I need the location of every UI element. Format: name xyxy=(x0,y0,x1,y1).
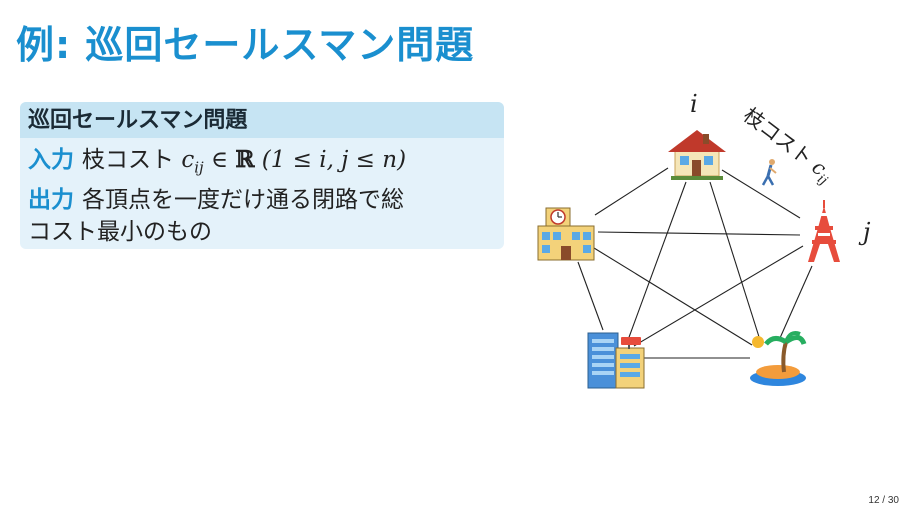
school-icon xyxy=(537,207,595,261)
element-of-symbol: ∈ xyxy=(203,147,236,173)
office-buildings-icon xyxy=(587,332,645,389)
edge xyxy=(721,169,801,219)
output-text-line1: 各頂点を一度だけ通る閉路で総 xyxy=(82,186,404,213)
input-line: 入力枝コスト cij ∈ ℝ (1 ≤ i, j ≤ n) xyxy=(28,144,496,184)
edge xyxy=(779,265,813,339)
island-icon xyxy=(750,331,807,386)
output-label: 出力 xyxy=(28,186,74,213)
edge-cost-symbol: cij xyxy=(181,147,204,177)
index-range: (1 ≤ i, j ≤ n) xyxy=(254,147,407,173)
slide-title: 例: 巡回セールスマン問題 xyxy=(16,23,475,67)
page-number: 12 / 30 xyxy=(868,495,899,506)
edge xyxy=(627,181,687,341)
house-icon xyxy=(668,130,726,180)
edge xyxy=(633,245,804,347)
edge xyxy=(593,247,753,346)
tower-icon xyxy=(808,200,840,262)
input-label: 入力 xyxy=(28,147,74,173)
edge xyxy=(709,181,761,341)
definition-box: 巡回セールスマン問題 入力枝コスト cij ∈ ℝ (1 ≤ i, j ≤ n)… xyxy=(20,102,504,249)
edge xyxy=(577,261,604,331)
graph-edges xyxy=(577,167,813,359)
output-line: 出力各頂点を一度だけ通る閉路で総 xyxy=(28,184,496,216)
definition-box-header: 巡回セールスマン問題 xyxy=(20,102,504,138)
definition-box-body: 入力枝コスト cij ∈ ℝ (1 ≤ i, j ≤ n) 出力各頂点を一度だけ… xyxy=(20,138,504,248)
edge-cost-label: 枝コストcij xyxy=(737,103,838,189)
node-label-j: j xyxy=(858,218,871,246)
walking-person-icon xyxy=(761,159,777,186)
input-text: 枝コスト xyxy=(82,147,174,173)
edge xyxy=(597,231,801,236)
node-label-i: i xyxy=(690,90,698,118)
output-line-2: コスト最小のもの xyxy=(28,218,212,245)
reals-symbol: ℝ xyxy=(235,146,255,173)
edge xyxy=(594,167,669,216)
